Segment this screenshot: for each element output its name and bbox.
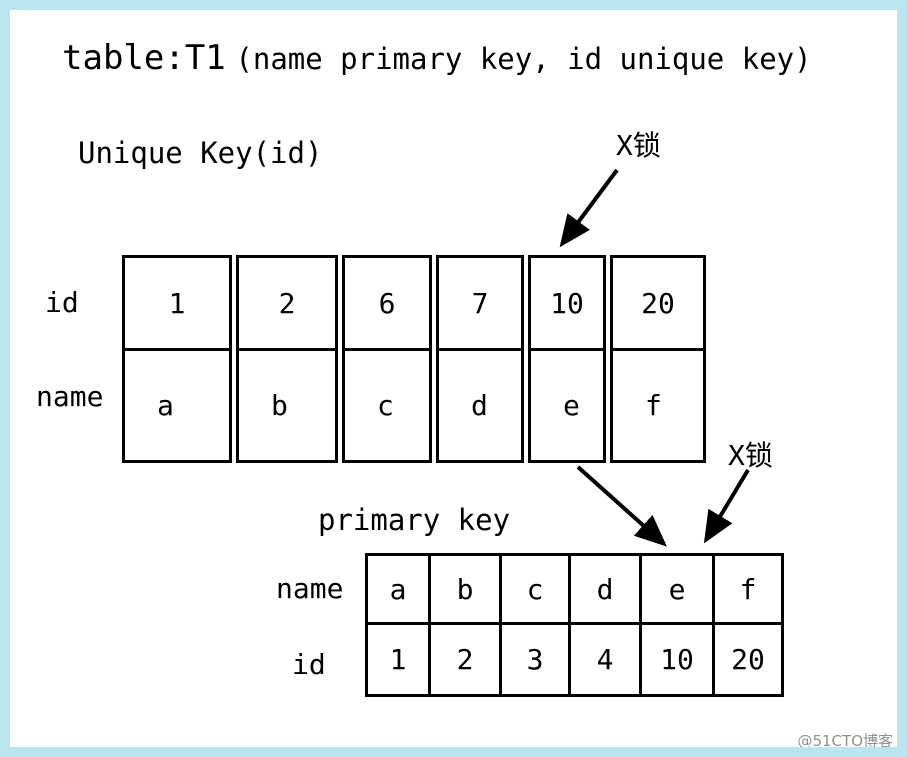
table-cell: 20 xyxy=(712,622,784,697)
watermark: @51CTO博客 xyxy=(797,732,893,750)
unique-key-table-row-label-id: id xyxy=(45,286,79,319)
primary-key-table-name-row: a b c d e f xyxy=(365,553,784,625)
table-cell: e xyxy=(639,553,715,625)
diagram-title: table:T1 (name primary key, id unique ke… xyxy=(62,38,812,78)
x-lock-label-top: X锁 xyxy=(616,129,661,162)
table-cell: c xyxy=(342,348,432,463)
table-cell: 2 xyxy=(428,622,502,697)
table-cell: a xyxy=(122,348,232,463)
table-cell: a xyxy=(365,553,431,625)
table-cell: 2 xyxy=(236,255,338,351)
table-cell: b xyxy=(428,553,502,625)
table-cell: 7 xyxy=(436,255,524,351)
table-cell: 20 xyxy=(610,255,706,351)
primary-key-table: a b c d e f 1 2 3 4 10 20 xyxy=(365,553,784,697)
primary-key-table-id-row: 1 2 3 4 10 20 xyxy=(365,622,784,697)
table-cell: f xyxy=(712,553,784,625)
table-cell: 10 xyxy=(528,255,606,351)
x-lock-arrow-to-primary-key-cell xyxy=(703,468,750,544)
table-cell: 10 xyxy=(639,622,715,697)
table-cell: e xyxy=(528,348,606,463)
table-cell: 1 xyxy=(122,255,232,351)
table-cell: d xyxy=(568,553,642,625)
x-lock-label-bottom: X锁 xyxy=(728,439,773,472)
table-cell: 3 xyxy=(499,622,571,697)
unique-key-table: 1 2 6 7 10 20 a b c d e f xyxy=(122,255,706,463)
table-key-note-text: (name primary key, id unique key) xyxy=(235,42,812,76)
connector-arrow-unique-to-primary xyxy=(576,465,667,547)
unique-key-table-row-label-name: name xyxy=(36,380,104,413)
table-cell: d xyxy=(436,348,524,463)
unique-key-table-name-row: a b c d e f xyxy=(122,348,706,463)
table-cell: 1 xyxy=(365,622,431,697)
unique-key-table-id-row: 1 2 6 7 10 20 xyxy=(122,255,706,351)
table-cell: c xyxy=(499,553,571,625)
x-lock-arrow-to-unique-key-cell xyxy=(559,168,619,248)
unique-key-label: Unique Key(id) xyxy=(78,136,323,170)
primary-key-table-row-label-id: id xyxy=(292,648,326,681)
primary-key-label: primary key xyxy=(318,503,511,537)
table-cell: f xyxy=(610,348,706,463)
table-cell: 6 xyxy=(342,255,432,351)
primary-key-table-row-label-name: name xyxy=(276,572,344,605)
table-name-text: table:T1 xyxy=(62,38,226,78)
table-cell: b xyxy=(236,348,338,463)
table-cell: 4 xyxy=(568,622,642,697)
